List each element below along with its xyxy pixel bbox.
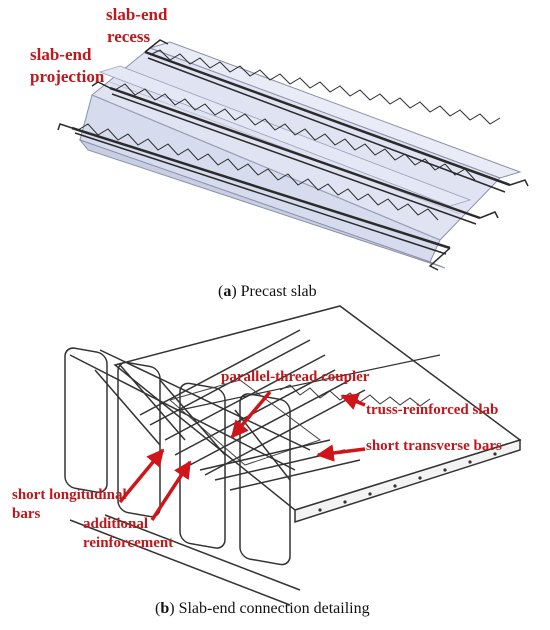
caption-a: (a) Precast slab [218,283,317,300]
label-short-longitudinal-bars-line2: bars [12,506,41,522]
label-additional-reinforcement-line2: reinforcement [83,535,174,551]
caption-a-text: Precast slab [240,283,317,300]
label-slab-end-recess-line1: slab-end [106,5,168,24]
label-slab-end-recess-line2: recess [107,27,151,46]
caption-b: (b) Slab-end connection detailing [155,600,370,617]
label-additional-reinforcement-line1: additional [83,516,149,532]
label-parallel-thread-coupler: parallel-thread coupler [221,369,370,385]
annotation-arrows [118,390,366,521]
label-slab-end-projection-line2: projection [30,67,105,86]
label-short-longitudinal-bars-line1: short longitudinal [12,487,127,503]
caption-b-text: Slab-end connection detailing [178,600,370,617]
caption-b-letter: b [160,600,170,617]
precast-slab-body [78,41,522,269]
truss-bars-a [57,39,529,271]
reinforcement-cage [64,329,441,606]
label-short-transverse-bars: short transverse bars [366,438,502,454]
label-slab-end-projection-line1: slab-end [30,45,92,64]
caption-a-letter: a [223,283,232,300]
label-truss-reinforced-slab: truss-reinforced slab [366,402,499,418]
